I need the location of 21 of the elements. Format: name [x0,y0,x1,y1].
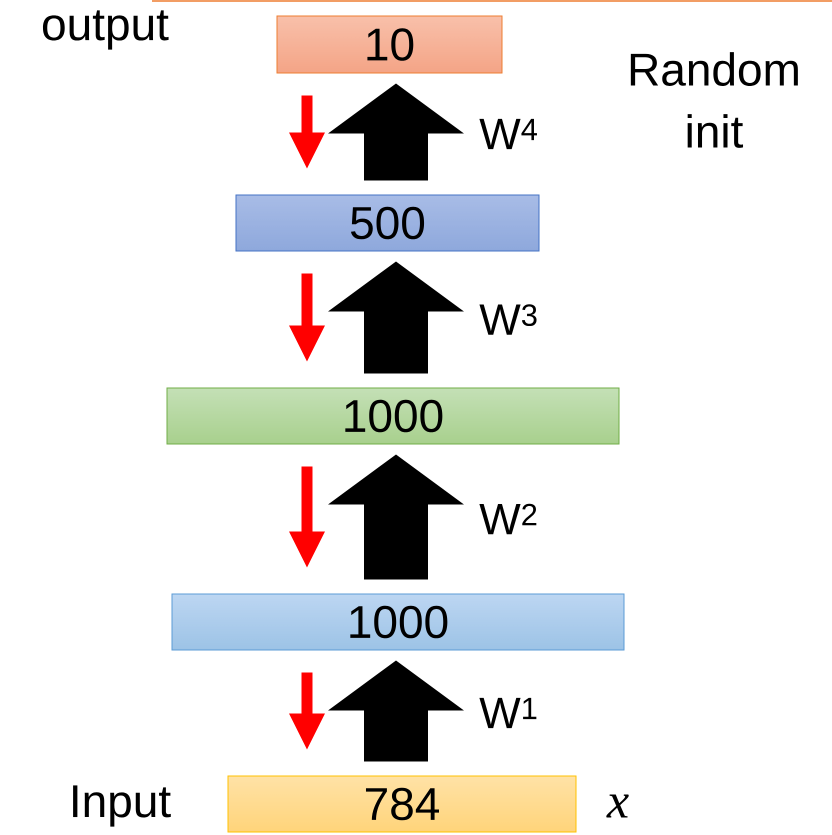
side-label: x [606,794,629,818]
block-arrow [289,274,325,362]
block-arrow [289,672,325,750]
block-arrow [289,96,325,168]
block-arrow [328,84,464,180]
block-arrow [289,466,325,568]
note-label: Random init [630,52,798,148]
layer-box: 10 [276,16,502,74]
block-arrow [328,262,464,374]
block-arrow [328,660,464,762]
weight-label: W$^{1}$ [478,696,540,730]
layer-box: 1000 [172,594,624,650]
weight-label: W$^{2}$ [478,502,540,536]
weight-label: W$^{3}$ [478,303,540,336]
side-label: output [42,10,169,50]
layer-box: 500 [236,194,540,252]
layer-box: 1000 [166,388,620,444]
side-label: Input [73,785,171,827]
block-arrow [328,454,464,580]
layer-box: 784 [228,776,576,832]
weight-label: W$^{4}$ [478,118,540,150]
